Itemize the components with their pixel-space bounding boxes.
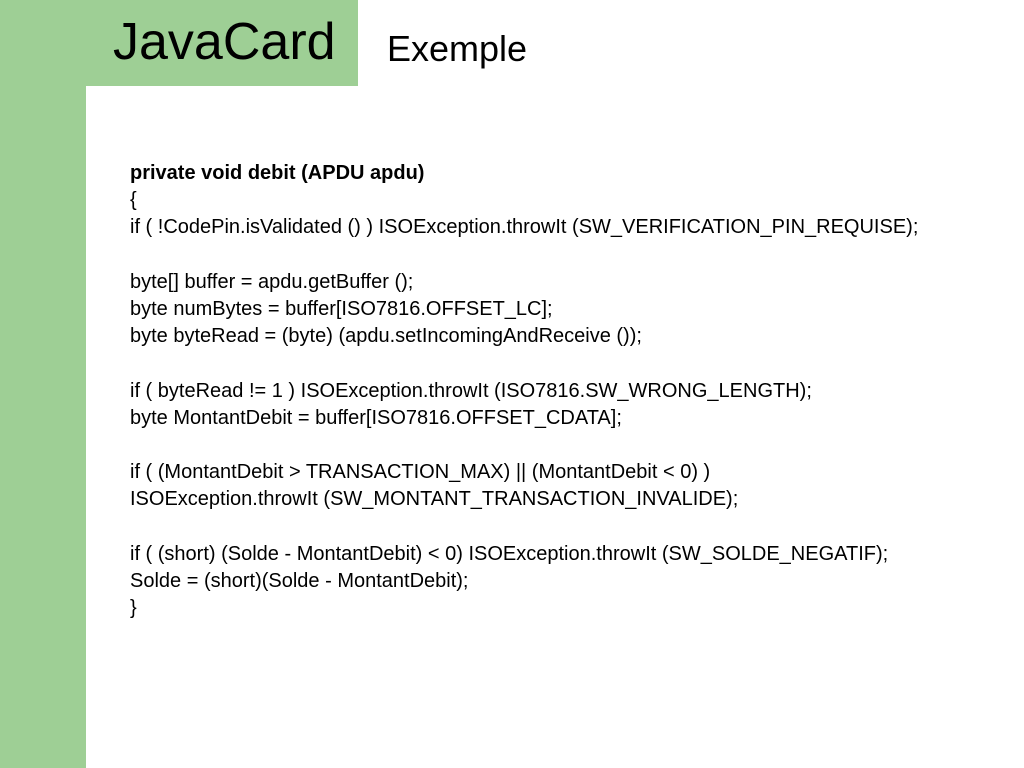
code-line: if ( (short) (Solde - MontantDebit) < 0)… [130,542,889,565]
code-line: ISOException.throwIt (SW_MONTANT_TRANSAC… [130,488,739,511]
code-blank-line [130,242,1024,269]
code-line: private void debit (APDU apdu) [130,162,425,184]
content-corner [86,86,146,146]
slide-subtitle: Exemple [387,28,528,69]
slide-title: JavaCard [113,13,336,71]
top-accent-band [0,0,358,86]
code-line: Solde = (short)(Solde - MontantDebit); [130,569,469,592]
left-accent-band [0,0,86,768]
code-line: byte numBytes = buffer[ISO7816.OFFSET_LC… [130,297,553,320]
code-line: byte byteRead = (byte) (apdu.setIncoming… [130,325,642,348]
code-blank-line [130,350,1024,377]
code-line: } [130,597,137,619]
code-line: if ( byteRead != 1 ) ISOException.throwI… [130,379,812,402]
code-line: byte MontantDebit = buffer[ISO7816.OFFSE… [130,406,622,429]
code-blank-line [130,513,1024,540]
code-listing: private void debit (APDU apdu) { if ( !Cod… [130,160,1024,622]
code-line: if ( !CodePin.isValidated () ) ISOExcept… [130,216,919,239]
code-line: byte[] buffer = apdu.getBuffer (); [130,270,414,293]
code-blank-line [130,432,1024,459]
code-line: if ( (MontantDebit > TRANSACTION_MAX) ||… [130,461,711,484]
code-line: { [130,189,137,212]
